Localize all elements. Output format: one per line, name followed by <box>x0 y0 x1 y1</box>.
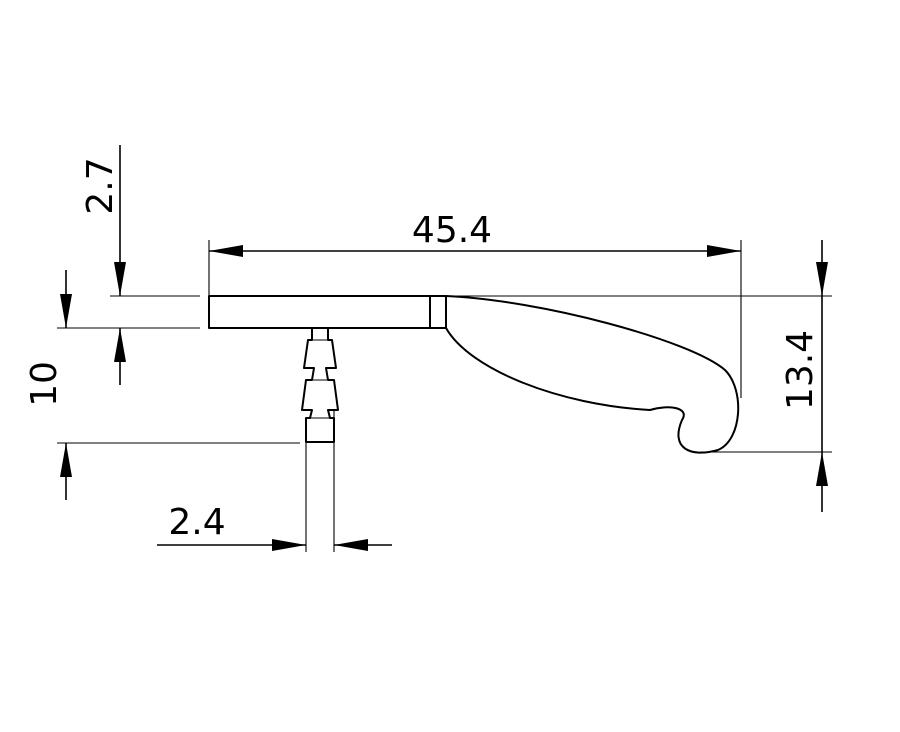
overall-height-label: 13.4 <box>780 330 821 410</box>
arrowhead-down <box>114 262 126 296</box>
barbed-stem <box>301 328 339 443</box>
top-plate <box>208 295 447 329</box>
dimension-stem-width: 2.4 <box>157 410 392 552</box>
curved-lip <box>445 295 740 454</box>
dimension-overall-height: 13.4 <box>446 240 832 512</box>
arrowhead-up <box>60 443 72 477</box>
overall-width-label: 45.4 <box>412 210 492 251</box>
profile-outline <box>208 295 740 454</box>
dimension-stem-height: 10 <box>24 270 300 500</box>
arrowhead-down <box>816 262 828 296</box>
top-offset-label: 2.7 <box>80 157 121 214</box>
arrowhead-up <box>816 452 828 486</box>
arrowhead-left <box>334 539 368 551</box>
dimension-top-offset: 2.7 <box>57 145 200 385</box>
stem-height-label: 10 <box>24 361 65 407</box>
arrowhead-right <box>272 539 306 551</box>
dimension-overall-width: 45.4 <box>208 210 742 398</box>
arrowhead-up <box>114 328 126 362</box>
arrowhead-left <box>209 245 243 257</box>
arrowhead-right <box>707 245 741 257</box>
stem-width-label: 2.4 <box>168 502 225 543</box>
arrowhead-down <box>60 294 72 328</box>
